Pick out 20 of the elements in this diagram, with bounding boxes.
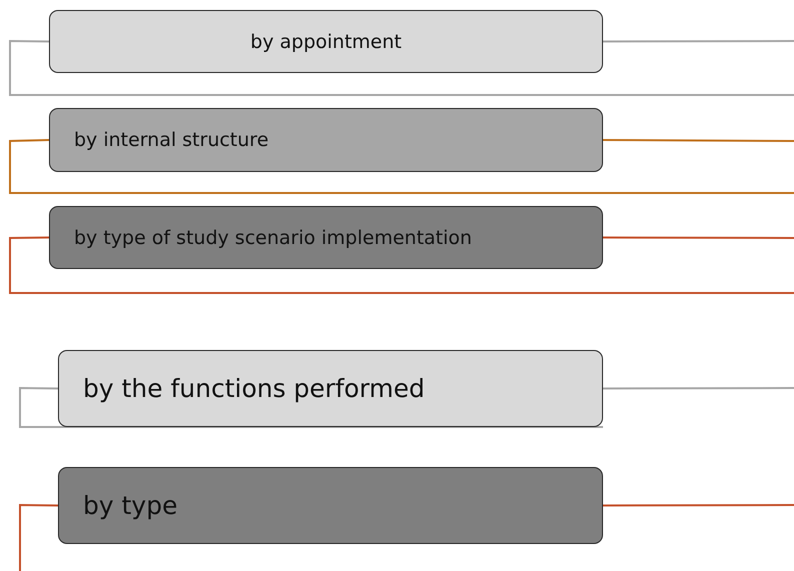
- connector-line: [603, 504, 794, 506]
- connector-line: [19, 504, 58, 571]
- category-box: [58, 467, 603, 544]
- category-label: by internal structure: [74, 129, 269, 151]
- category-box: [49, 10, 603, 73]
- connector-line: [603, 236, 794, 239]
- connector-line: [9, 139, 794, 194]
- connector-line: [603, 40, 794, 42]
- category-label: by appointment: [250, 30, 402, 52]
- category-label: by type: [83, 491, 178, 520]
- category-label: by type of study scenario implementation: [74, 226, 472, 248]
- connector-line: [603, 387, 794, 390]
- category-box: [58, 350, 603, 427]
- category-box: [49, 108, 603, 172]
- connector-line: [603, 139, 794, 142]
- category-label: by the functions performed: [83, 374, 425, 403]
- connector-line: [19, 386, 603, 428]
- connector-line: [9, 40, 794, 96]
- connector-line: [9, 236, 794, 294]
- category-box: [49, 206, 603, 269]
